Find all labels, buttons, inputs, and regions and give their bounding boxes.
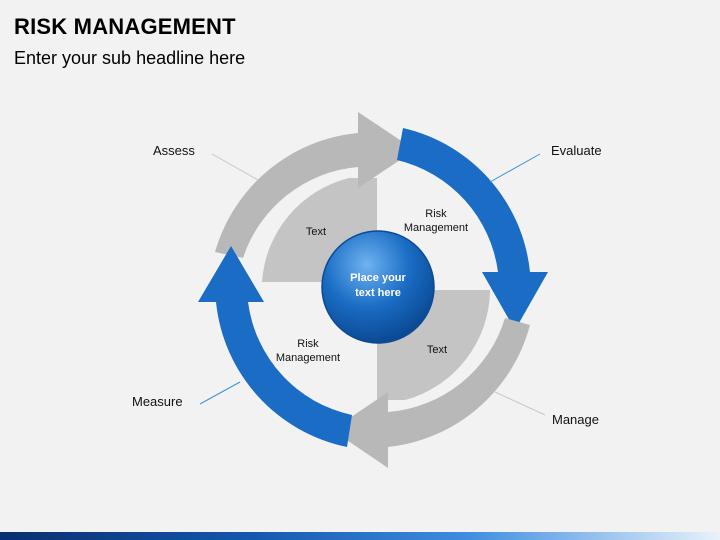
inner-label-bottom-left: Risk Management	[270, 337, 346, 365]
connector-manage	[494, 391, 546, 416]
inner-label-bottom-left-line1: Risk	[297, 338, 319, 350]
stage-label-assess: Assess	[153, 143, 195, 158]
footer-gradient-bar	[0, 532, 720, 540]
arrow-manage	[332, 318, 530, 468]
inner-label-top-right: Risk Management	[398, 207, 474, 235]
page-title: RISK MANAGEMENT	[14, 14, 236, 39]
connector-measure	[199, 381, 241, 405]
arrow-evaluate	[397, 128, 548, 330]
stage-label-measure: Measure	[132, 394, 183, 409]
center-placeholder-text: Place your text here	[322, 271, 434, 301]
stage-label-evaluate: Evaluate	[551, 143, 602, 158]
inner-label-bottom-left-line2: Management	[275, 352, 341, 364]
inner-label-top-right-line1: Risk	[425, 208, 447, 220]
stage-label-manage: Manage	[552, 412, 599, 427]
connector-assess	[211, 153, 259, 181]
arrow-measure	[198, 246, 352, 447]
inner-label-top-left: Text	[305, 226, 327, 238]
center-circle	[321, 230, 435, 344]
connector-evaluate	[489, 153, 541, 183]
center-text-line2: text here	[355, 287, 401, 299]
center-text-line1: Place your	[350, 272, 406, 284]
inner-label-top-right-line2: Management	[403, 222, 469, 234]
inner-label-bottom-right: Text	[426, 344, 448, 356]
arrow-assess	[215, 112, 415, 258]
page-subtitle: Enter your sub headline here	[14, 48, 246, 68]
